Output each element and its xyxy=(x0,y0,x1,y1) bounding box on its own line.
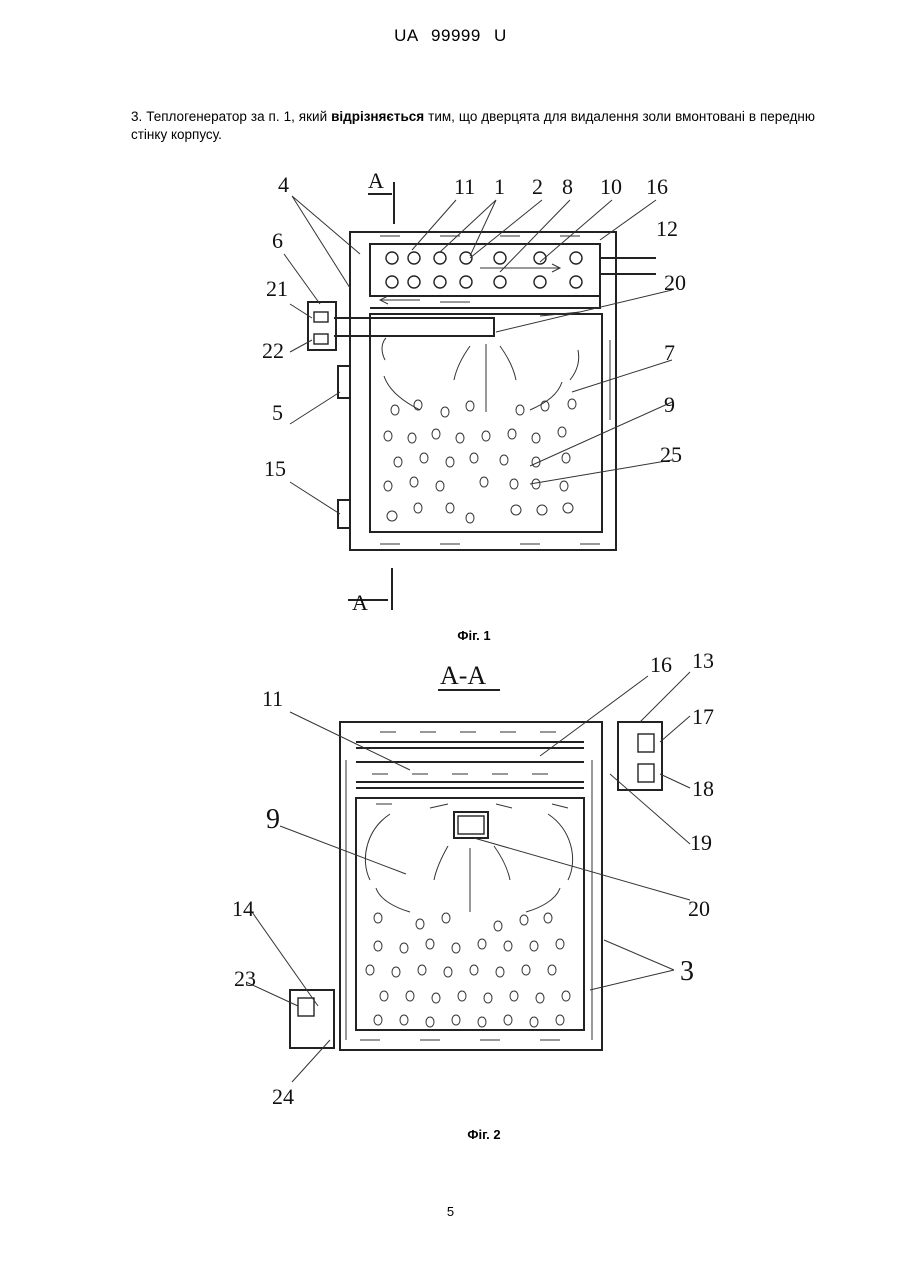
fig2-element-18 xyxy=(638,764,654,782)
fig2-label-18: 18 xyxy=(692,776,714,801)
fig2-label-16: 16 xyxy=(650,652,672,677)
fig1-door xyxy=(338,366,350,398)
fig1-section-mark-top: A xyxy=(368,168,384,193)
fig2-label-17: 17 xyxy=(692,704,714,729)
fig1-label-15: 15 xyxy=(264,456,286,481)
fig1-fuel-particles xyxy=(384,399,576,523)
figure-2-drawing: A-A xyxy=(232,648,714,1109)
fig2-leader-lines xyxy=(246,672,690,1082)
fig1-label-9: 9 xyxy=(664,392,675,417)
fig2-label-3: 3 xyxy=(680,956,694,987)
fig1-label-2: 2 xyxy=(532,174,543,199)
figure-2-caption: Фіг. 2 xyxy=(424,1127,544,1142)
fig1-label-8: 8 xyxy=(562,174,573,199)
fig1-label-12: 12 xyxy=(656,216,678,241)
fig1-label-7: 7 xyxy=(664,340,675,365)
fig1-label-20: 20 xyxy=(664,270,686,295)
figure-1-drawing: A A 4 6 21 22 5 15 11 1 2 8 xyxy=(262,168,686,615)
fig2-label-20: 20 xyxy=(688,896,710,921)
fig2-label-19: 19 xyxy=(690,830,712,855)
fig2-furnace-chamber xyxy=(356,798,584,1030)
fig2-label-11: 11 xyxy=(262,686,283,711)
fig2-section-title: A-A xyxy=(440,661,486,690)
fig1-element-22 xyxy=(314,334,328,344)
fig2-label-23: 23 xyxy=(234,966,256,991)
fig1-label-1: 1 xyxy=(494,174,505,199)
fig2-label-9: 9 xyxy=(266,804,280,835)
fig2-label-24: 24 xyxy=(272,1084,294,1109)
fig1-element-21 xyxy=(314,312,328,322)
fig1-label-21: 21 xyxy=(266,276,288,301)
fig2-element-17 xyxy=(638,734,654,752)
fig1-tubes xyxy=(386,252,582,288)
fig2-element-23 xyxy=(298,998,314,1016)
fig2-top-plate xyxy=(356,742,584,748)
fig2-label-13: 13 xyxy=(692,648,714,673)
fig2-control-box xyxy=(618,722,662,790)
fig2-label-14: 14 xyxy=(232,896,254,921)
fig1-heat-exchanger-box xyxy=(370,244,600,296)
fig2-flow-arrows xyxy=(346,732,592,1040)
fig1-control-box xyxy=(308,302,336,350)
fig2-burner-inner xyxy=(458,816,484,834)
page-number: 5 xyxy=(0,1204,901,1219)
fig1-label-10: 10 xyxy=(600,174,622,199)
fig1-label-25: 25 xyxy=(660,442,682,467)
fig2-fuel-particles xyxy=(366,913,570,1027)
fig1-label-11: 11 xyxy=(454,174,475,199)
fig1-burner-pipe xyxy=(334,318,494,336)
fig1-label-16: 16 xyxy=(646,174,668,199)
fig1-label-6: 6 xyxy=(272,228,283,253)
fig2-side-box xyxy=(290,990,334,1048)
fig2-outer-housing xyxy=(340,722,602,1050)
fig1-label-4: 4 xyxy=(278,172,289,197)
fig1-flow-arrows xyxy=(380,236,610,544)
fig1-section-mark-bottom: A xyxy=(352,590,368,615)
fig1-partition xyxy=(370,296,600,308)
fig2-heat-exchanger-plates xyxy=(356,762,584,798)
fig1-label-22: 22 xyxy=(262,338,284,363)
fig1-label-5: 5 xyxy=(272,400,283,425)
figure-1-caption: Фіг. 1 xyxy=(414,628,534,643)
fig1-outlet-pipe xyxy=(600,258,656,274)
